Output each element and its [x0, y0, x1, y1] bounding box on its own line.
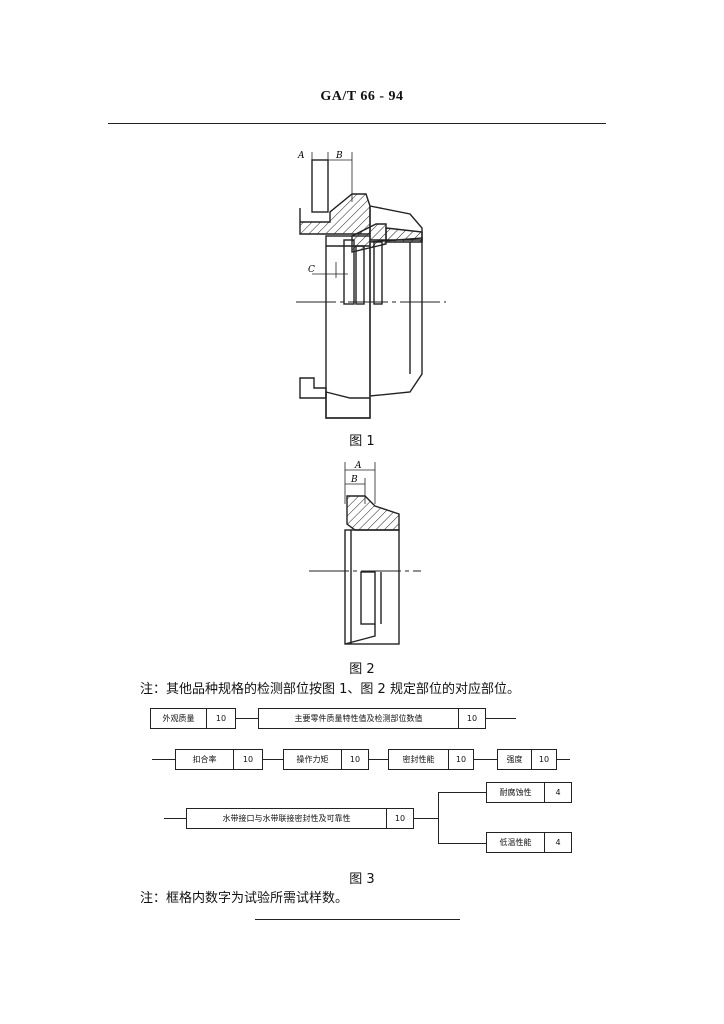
- box-low-temp: 低温性能 4: [486, 832, 572, 853]
- dim-label-c: C: [308, 265, 315, 275]
- box-label: 强度: [506, 755, 523, 764]
- header-rule: [108, 123, 606, 124]
- sample-count: 10: [341, 750, 368, 769]
- figure-1-drawing: A B C: [296, 151, 446, 419]
- box-corrosion: 耐腐蚀性 4: [486, 782, 572, 803]
- connector: [438, 843, 486, 844]
- end-rule: [255, 919, 460, 920]
- sample-count: 4: [544, 783, 571, 802]
- figure-1-caption: 图 1: [349, 434, 375, 449]
- box-hose-coupling: 水带接口与水带联接密封性及可靠性 10: [186, 808, 414, 829]
- box-label: 外观质量: [162, 714, 195, 723]
- figure-2-drawing: A B: [309, 461, 421, 645]
- box-main-params: 主要零件质量特性值及检测部位数值 10: [258, 708, 486, 729]
- dim-label-a: A: [354, 461, 362, 471]
- box-label: 耐腐蚀性: [499, 788, 532, 797]
- dim-label-a: A: [297, 151, 305, 161]
- sample-count: 10: [206, 709, 235, 728]
- box-operating-torque: 操作力矩 10: [283, 749, 369, 770]
- dim-label-b: B: [350, 475, 358, 485]
- connector: [486, 718, 516, 719]
- sample-count: 10: [386, 809, 413, 828]
- box-label: 扣合率: [192, 755, 217, 764]
- box-strength: 强度 10: [497, 749, 557, 770]
- box-sealing: 密封性能 10: [388, 749, 474, 770]
- box-label: 低温性能: [499, 838, 532, 847]
- box-label: 主要零件质量特性值及检测部位数值: [294, 714, 423, 723]
- sample-count: 10: [233, 750, 262, 769]
- note-1: 注：其他品种规格的检测部位按图 1、图 2 规定部位的对应部位。: [140, 682, 520, 697]
- sample-count: 10: [458, 709, 485, 728]
- sample-count: 10: [448, 750, 473, 769]
- figure-3-caption: 图 3: [349, 872, 375, 887]
- box-label: 水带接口与水带联接密封性及可靠性: [222, 814, 351, 823]
- box-label: 密封性能: [402, 755, 435, 764]
- connector: [236, 718, 258, 719]
- sample-count: 10: [531, 750, 556, 769]
- standard-code: GA/T 66 - 94: [320, 89, 404, 104]
- connector: [438, 792, 439, 844]
- connector: [438, 792, 486, 793]
- dim-label-b: B: [335, 151, 343, 161]
- box-coupling-rate: 扣合率 10: [175, 749, 263, 770]
- sample-count: 4: [544, 833, 571, 852]
- note-2: 注：框格内数字为试验所需试样数。: [140, 891, 349, 906]
- box-label: 操作力矩: [296, 755, 329, 764]
- figure-2-caption: 图 2: [349, 662, 375, 677]
- box-appearance: 外观质量 10: [150, 708, 236, 729]
